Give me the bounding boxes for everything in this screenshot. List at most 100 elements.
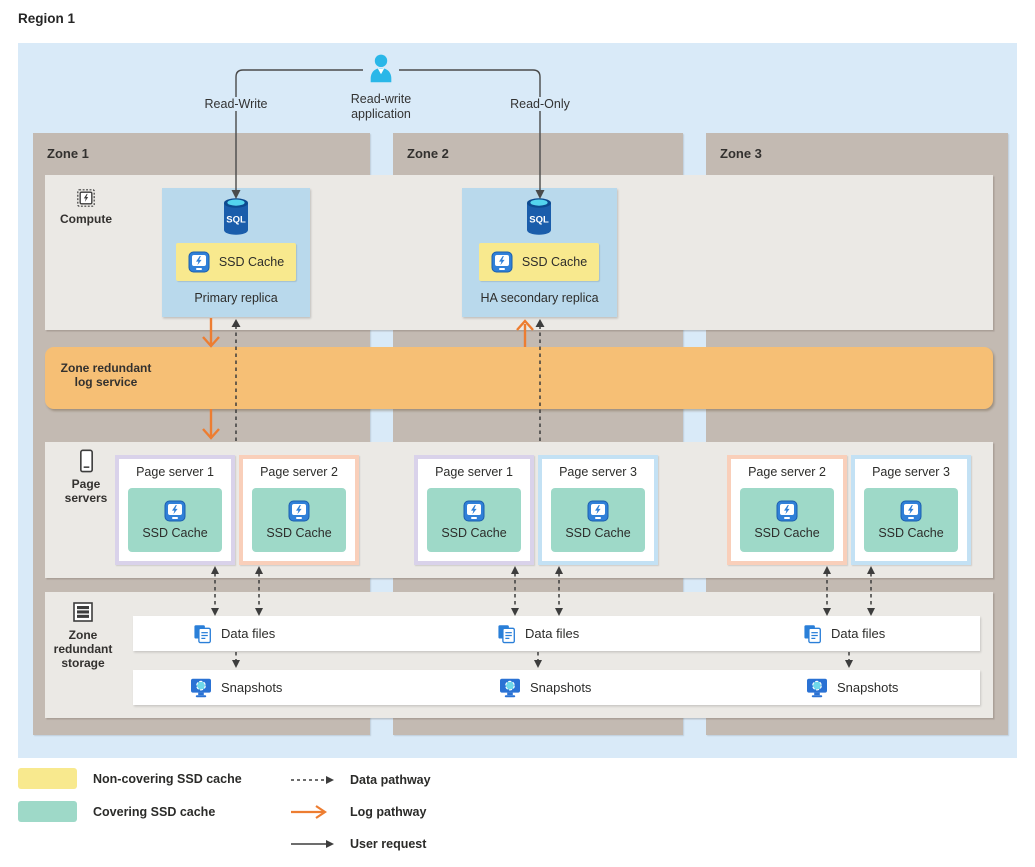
ssd-drive-icon bbox=[288, 500, 310, 522]
covering-ssd-cache: SSD Cache bbox=[551, 488, 645, 552]
ssd-drive-icon bbox=[188, 251, 210, 273]
covering-ssd-cache: SSD Cache bbox=[252, 488, 346, 552]
ssd-cache-label: SSD Cache bbox=[266, 526, 332, 540]
storage-label-line3: storage bbox=[61, 656, 105, 670]
data-files-label: Data files bbox=[525, 626, 580, 641]
read-only-label: Read-Only bbox=[505, 97, 575, 111]
replica-name: HA secondary replica bbox=[480, 291, 599, 305]
snapshots-label: Snapshots bbox=[530, 680, 592, 695]
read-write-label: Read-Write bbox=[199, 97, 273, 111]
data-files-label: Data files bbox=[221, 626, 276, 641]
dashed-arrow-icon bbox=[291, 776, 334, 784]
compute-label: Compute bbox=[60, 212, 112, 226]
ssd-cache-label: SSD Cache bbox=[878, 526, 944, 540]
log-service-label: Zone redundant log service bbox=[50, 361, 162, 389]
log-service-band bbox=[45, 347, 993, 409]
snapshots-icon bbox=[190, 678, 212, 698]
sql-database-icon bbox=[524, 197, 554, 237]
page-server-title: Page server 2 bbox=[260, 465, 338, 479]
sql-database-icon bbox=[221, 197, 251, 237]
snapshots-bar: Snapshots Snapshots Snapshots bbox=[133, 670, 980, 705]
covering-ssd-cache: SSD Cache bbox=[128, 488, 222, 552]
zone-1-label: Zone 1 bbox=[47, 146, 89, 161]
covering-swatch bbox=[18, 801, 77, 822]
snapshots-label: Snapshots bbox=[837, 680, 899, 695]
storage-label-line2: redundant bbox=[53, 642, 113, 656]
page-servers-label-line1: Page bbox=[71, 477, 101, 491]
snapshots-label: Snapshots bbox=[221, 680, 283, 695]
ssd-drive-icon bbox=[776, 500, 798, 522]
primary-replica-box: SSD Cache Primary replica bbox=[162, 188, 310, 317]
application-label-line2: application bbox=[351, 107, 411, 121]
storage-label: Zone redundant storage bbox=[43, 628, 123, 670]
legend-non-covering: Non-covering SSD cache bbox=[18, 768, 242, 789]
storage-icon bbox=[72, 601, 94, 623]
page-server-box: Page server 1 SSD Cache bbox=[414, 455, 534, 565]
legend-label: Log pathway bbox=[350, 805, 427, 819]
ha-secondary-replica-box: SSD Cache HA secondary replica bbox=[462, 188, 617, 317]
covering-ssd-cache: SSD Cache bbox=[427, 488, 521, 552]
data-files-bar: Data files Data files Data files bbox=[133, 616, 980, 651]
page-server-box: Page server 3 SSD Cache bbox=[851, 455, 971, 565]
page-server-box: Page server 1 SSD Cache bbox=[115, 455, 235, 565]
data-files-item: Data files bbox=[193, 616, 275, 651]
region-title: Region 1 bbox=[18, 11, 76, 26]
ssd-drive-icon bbox=[164, 500, 186, 522]
snapshots-icon bbox=[806, 678, 828, 698]
compute-chip-icon bbox=[76, 188, 96, 208]
application-user-icon bbox=[366, 54, 396, 86]
legend-data-pathway: Data pathway bbox=[290, 772, 431, 788]
replica-name: Primary replica bbox=[194, 291, 278, 305]
ssd-cache-label: SSD Cache bbox=[441, 526, 507, 540]
application-label: Read-write application bbox=[351, 92, 411, 122]
ssd-drive-icon bbox=[463, 500, 485, 522]
snapshots-item: Snapshots bbox=[190, 670, 282, 705]
solid-arrow-icon bbox=[291, 840, 334, 848]
page-server-title: Page server 2 bbox=[748, 465, 826, 479]
snapshots-icon bbox=[499, 678, 521, 698]
zone-2-label: Zone 2 bbox=[407, 146, 449, 161]
page-servers-icon bbox=[78, 449, 95, 474]
legend-log-pathway: Log pathway bbox=[290, 804, 426, 820]
data-files-label: Data files bbox=[831, 626, 886, 641]
page-servers-label: Page servers bbox=[56, 477, 116, 505]
orange-arrow-icon bbox=[291, 805, 327, 819]
snapshots-item: Snapshots bbox=[806, 670, 898, 705]
legend-label: Covering SSD cache bbox=[93, 804, 216, 819]
data-files-icon bbox=[497, 624, 516, 644]
ssd-drive-icon bbox=[900, 500, 922, 522]
storage-label-line1: Zone bbox=[68, 628, 98, 642]
data-files-icon bbox=[193, 624, 212, 644]
page-server-title: Page server 1 bbox=[136, 465, 214, 479]
covering-ssd-cache: SSD Cache bbox=[864, 488, 958, 552]
zone-3-label: Zone 3 bbox=[720, 146, 762, 161]
ssd-cache-label: SSD Cache bbox=[521, 255, 588, 269]
covering-ssd-cache: SSD Cache bbox=[740, 488, 834, 552]
log-service-label-line1: Zone redundant bbox=[60, 361, 152, 375]
legend-covering: Covering SSD cache bbox=[18, 801, 215, 822]
page-servers-label-line2: servers bbox=[64, 491, 108, 505]
data-files-item: Data files bbox=[803, 616, 885, 651]
ssd-cache-label: SSD Cache bbox=[565, 526, 631, 540]
snapshots-item: Snapshots bbox=[499, 670, 591, 705]
non-covering-ssd-cache: SSD Cache bbox=[176, 243, 296, 281]
ssd-drive-icon bbox=[587, 500, 609, 522]
application-label-line1: Read-write bbox=[350, 92, 412, 106]
page-server-title: Page server 3 bbox=[872, 465, 950, 479]
legend-user-request: User request bbox=[290, 836, 426, 852]
non-covering-ssd-cache: SSD Cache bbox=[479, 243, 599, 281]
ssd-cache-label: SSD Cache bbox=[218, 255, 285, 269]
ssd-cache-label: SSD Cache bbox=[142, 526, 208, 540]
legend-label: Non-covering SSD cache bbox=[93, 771, 242, 786]
ssd-cache-label: SSD Cache bbox=[754, 526, 820, 540]
log-service-label-line2: log service bbox=[74, 375, 138, 389]
page-server-title: Page server 1 bbox=[435, 465, 513, 479]
data-files-icon bbox=[803, 624, 822, 644]
legend-label: User request bbox=[350, 837, 427, 851]
page-server-box: Page server 3 SSD Cache bbox=[538, 455, 658, 565]
page-server-box: Page server 2 SSD Cache bbox=[727, 455, 847, 565]
non-covering-swatch bbox=[18, 768, 77, 789]
page-server-title: Page server 3 bbox=[559, 465, 637, 479]
page-server-box: Page server 2 SSD Cache bbox=[239, 455, 359, 565]
